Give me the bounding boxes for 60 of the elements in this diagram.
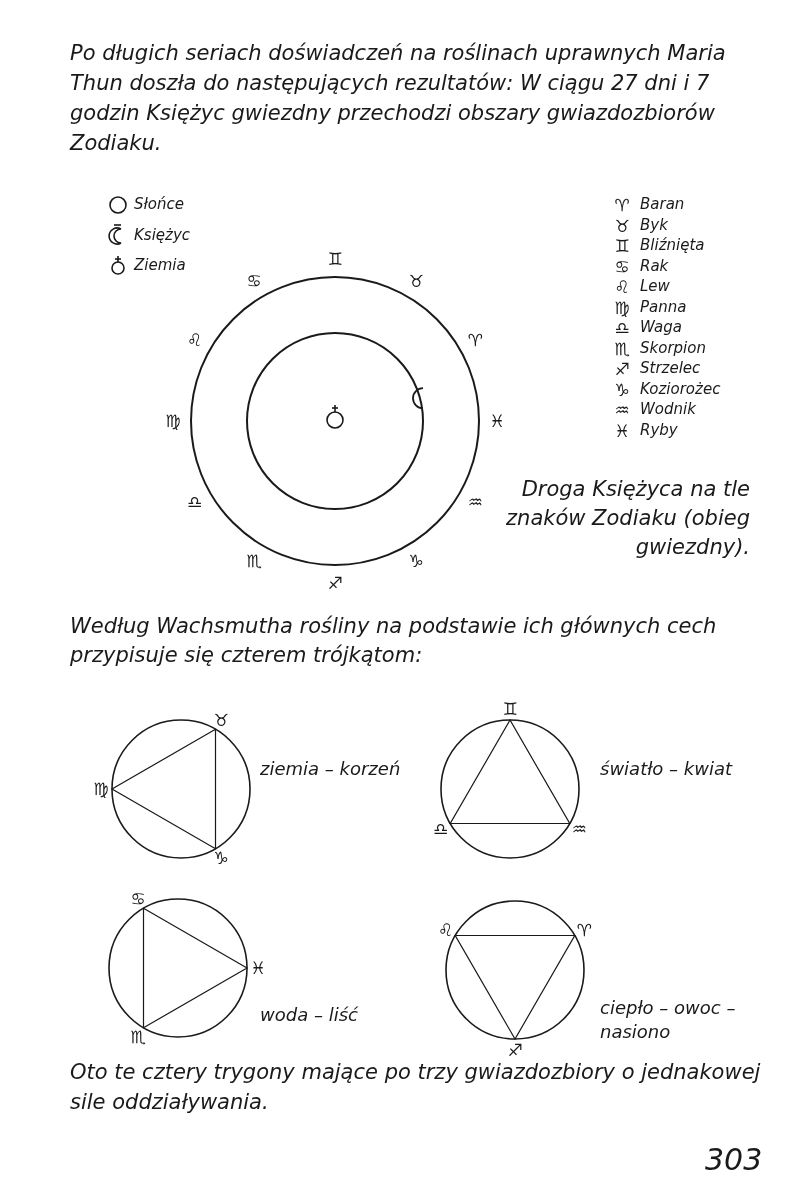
zodiac-name: Bliźnięta <box>640 236 705 254</box>
diagram-caption: Droga Księżyca na tle znaków Zodiaku (obieg gwiezdny). <box>505 476 750 561</box>
zodiac-name: Rak <box>640 256 669 275</box>
zodiac-sign-symbol: ♉ <box>213 711 229 729</box>
zodiac-sign-symbol: ♑ <box>408 552 424 570</box>
page-number: 303 <box>705 1142 763 1177</box>
legend-label: Słońce <box>134 195 184 213</box>
zodiac-sign-symbol: ♓ <box>614 422 630 439</box>
zodiac-sign-symbol: ♐ <box>614 360 630 378</box>
zodiac-sign-symbol: ♏ <box>246 552 262 570</box>
zodiac-sign-symbol: ♐ <box>507 1041 523 1059</box>
zodiac-sign-symbol: ♍ <box>93 780 109 798</box>
zodiac-sign-symbol: ♊ <box>614 237 630 255</box>
zodiac-sign-symbol: ♈ <box>576 921 592 939</box>
legend-label: Ziemia <box>134 256 186 274</box>
zodiac-sign-symbol: ♓ <box>250 959 266 977</box>
zodiac-sign-symbol: ♒ <box>614 401 630 419</box>
zodiac-sign-symbol: ♊ <box>502 700 518 718</box>
trigon-caption: ziemia – korzeń <box>260 757 402 781</box>
zodiac-sign-symbol: ♌ <box>187 331 203 349</box>
zodiac-sign-symbol: ♉ <box>408 272 424 290</box>
zodiac-sign-symbol: ♏ <box>130 1028 146 1046</box>
zodiac-sign-symbol: ♊ <box>327 250 343 268</box>
zodiac-sign-symbol: ♋ <box>130 890 146 908</box>
trigon-caption: ciepło – owoc – nasiono <box>600 996 737 1044</box>
zodiac-sign-symbol: ♋ <box>614 258 630 275</box>
zodiac-sign-symbol: ♋ <box>246 272 262 290</box>
zodiac-sign-symbol: ♍ <box>165 412 181 430</box>
trigon-caption: światło – kwiat <box>600 757 734 781</box>
paragraph: Oto te cztery trygony mające po trzy gwiazdozbiory o jednakowej sile oddziaływania. <box>70 1059 762 1116</box>
zodiac-sign-symbol: ♌ <box>614 278 630 296</box>
zodiac-name: Wodnik <box>640 400 696 418</box>
legend-label: Księżyc <box>134 226 191 244</box>
zodiac-name: Strzelec <box>640 359 701 377</box>
zodiac-name: Koziorożec <box>640 379 721 398</box>
zodiac-name: Lew <box>640 277 670 295</box>
zodiac-name: Skorpion <box>640 338 706 357</box>
zodiac-sign-symbol: ♒ <box>467 493 483 511</box>
paragraph: Według Wachsmutha rośliny na podstawie ich głównych cech przypisuje się czterem trójkątom: <box>70 613 718 669</box>
zodiac-sign-symbol: ♌ <box>438 921 454 939</box>
zodiac-sign-symbol: ♎ <box>614 319 630 337</box>
zodiac-sign-symbol: ♈ <box>467 331 483 349</box>
zodiac-sign-symbol: ♑ <box>213 849 229 867</box>
zodiac-name: Waga <box>640 318 682 336</box>
zodiac-sign-symbol: ♑ <box>614 381 630 398</box>
zodiac-name: Baran <box>640 195 685 213</box>
zodiac-name: Panna <box>640 297 687 316</box>
zodiac-sign-symbol: ♐ <box>327 574 343 592</box>
zodiac-sign-symbol: ♎ <box>187 493 203 511</box>
paragraph: Po długich seriach doświadczeń na roślinach uprawnych Maria Thun doszła do następujących rezultatów: W ciągu 27 dni i 7 godzin Księżyc gwiezdny przechodzi obszary gwiazdozbiorów Zodiaku. <box>70 40 727 157</box>
trigon-caption: woda – liść <box>260 1003 359 1027</box>
zodiac-sign-symbol: ♓ <box>489 412 505 430</box>
zodiac-name: Byk <box>640 215 668 234</box>
zodiac-sign-symbol: ♈ <box>614 196 630 214</box>
zodiac-name: Ryby <box>640 420 678 439</box>
zodiac-sign-symbol: ♍ <box>614 299 630 316</box>
zodiac-sign-symbol: ♉ <box>614 217 630 234</box>
zodiac-sign-symbol: ♎ <box>433 820 449 838</box>
zodiac-sign-symbol: ♒ <box>571 820 587 838</box>
zodiac-sign-symbol: ♏ <box>614 340 630 357</box>
